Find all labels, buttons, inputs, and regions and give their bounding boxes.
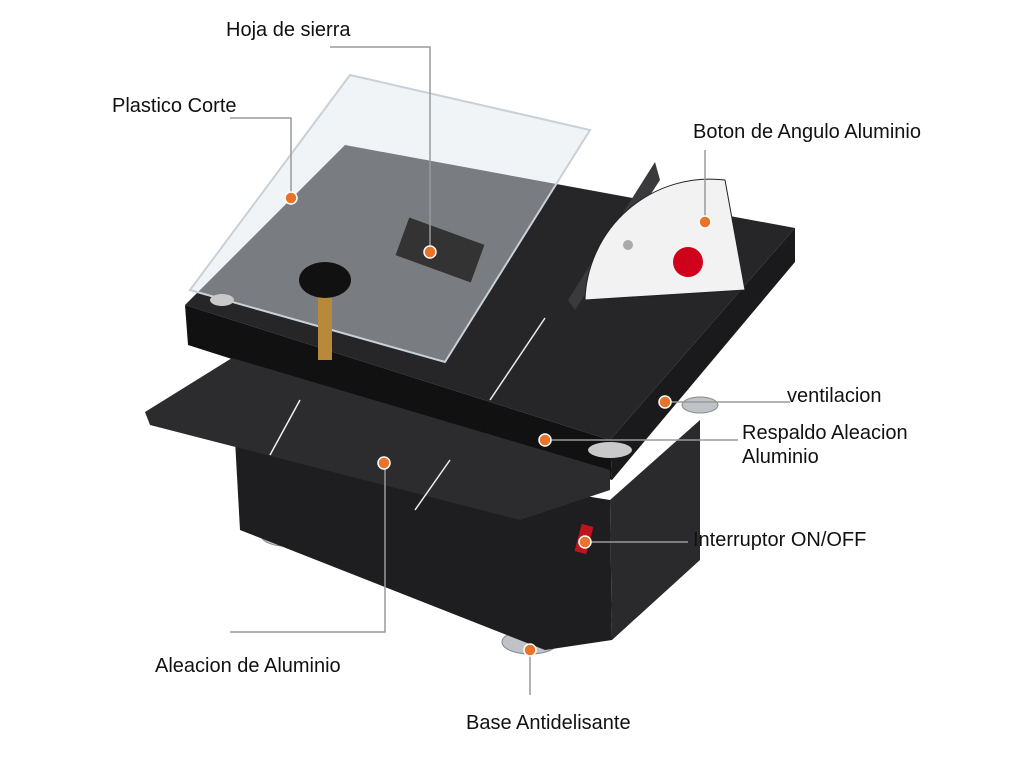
label-switch: Interruptor ON/OFF [693,529,867,551]
label-ventilation: ventilacion [787,385,882,407]
label-angle-knob: Boton de Angulo Aluminio [693,121,921,143]
height-knob[interactable] [299,262,351,298]
switch-marker [578,535,592,549]
plastic-marker [284,191,298,205]
blade-marker [423,245,437,259]
label-backrest-line2: Aluminio [742,446,819,468]
label-blade: Hoja de sierra [226,19,351,41]
label-base: Base Antidelisante [466,712,631,734]
backrest-marker [538,433,552,447]
plastic-guard [188,73,592,364]
vent-marker [658,395,672,409]
marker-dots [284,191,712,657]
extension-plate [145,358,610,520]
ruler-marks [269,317,546,511]
label-alloy-body: Aleacion de Aluminio [155,655,341,677]
leader-lines [230,46,790,695]
label-backrest: Respaldo Aleacion Aluminio [742,421,908,469]
alloy-marker [377,456,391,470]
angle-marker [698,215,712,229]
label-plastic-guard: Plastico Corte [112,95,237,117]
angle-knob[interactable] [673,247,703,277]
base-marker [523,643,537,657]
label-backrest-line1: Respaldo Aleacion [742,422,908,444]
